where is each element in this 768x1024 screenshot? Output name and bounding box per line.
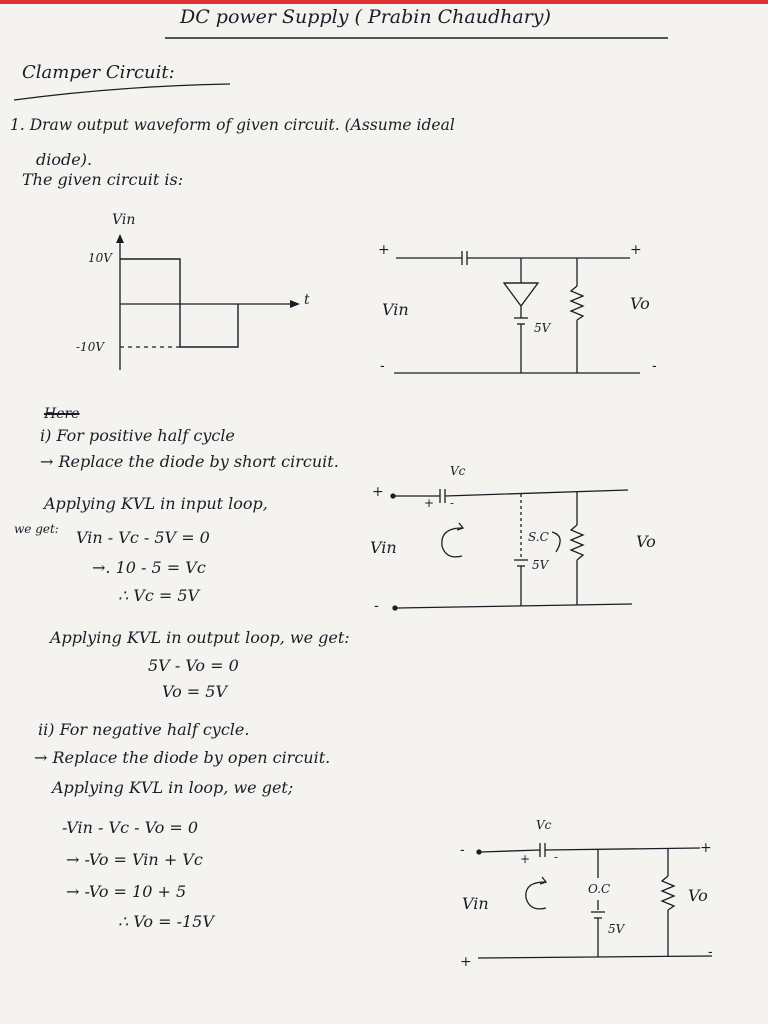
heading-underline: [13, 83, 231, 101]
c3-cap-minus: -: [554, 850, 559, 864]
circuit-3: [476, 843, 713, 959]
square-wave: [120, 258, 239, 348]
c1-minus-out: -: [652, 358, 657, 374]
c1-plus-out: +: [630, 242, 642, 258]
part2-kvl: Applying KVL in loop, we get;: [52, 778, 294, 797]
c1-minus-in: -: [380, 358, 385, 374]
c3-vin-label: Vin: [462, 894, 489, 913]
part2-action: → Replace the diode by open circuit.: [34, 748, 331, 767]
c3-vo-label: Vo: [688, 886, 708, 905]
c2-current-loop-arrow: [441, 527, 463, 558]
part2-eq4: ∴ Vo = -15V: [118, 912, 214, 931]
part2-eq3: → -Vo = 10 + 5: [66, 882, 187, 901]
waveform-ylabel: Vin: [112, 212, 136, 228]
page-title: DC power Supply ( Prabin Chaudhary): [180, 6, 551, 28]
waveform-tick-negative: -10V: [76, 340, 104, 354]
c1-vo-label: Vo: [630, 294, 650, 313]
part1-action: → Replace the diode by short circuit.: [40, 452, 339, 471]
c1-plus-in: +: [378, 242, 390, 258]
part1-case: i) For positive half cycle: [40, 426, 235, 445]
c1-vin-label: Vin: [382, 300, 409, 319]
c3-top-wire-right: [544, 847, 701, 851]
c3-oc-label: O.C: [588, 882, 611, 896]
c2-cap-plus: +: [424, 496, 435, 510]
c1-battery-label: 5V: [534, 321, 551, 335]
c3-input-node-top: [476, 849, 482, 855]
part1-eq4: 5V - Vo = 0: [148, 656, 239, 675]
part1-eq1: Vin - Vc - 5V = 0: [76, 528, 210, 547]
part2-eq2: → -Vo = Vin + Vc: [66, 850, 203, 869]
c2-bottom-wire: [396, 603, 633, 609]
c3-top-wire-left: [480, 849, 541, 853]
c2-input-node-bottom: [392, 605, 398, 611]
c3-loop-arrowhead: [539, 876, 548, 885]
c3-resistor-zigzag: [660, 875, 676, 911]
y-axis-arrow: [116, 234, 124, 243]
c3-current-loop-arrow: [525, 881, 547, 910]
c1-resistor-zigzag: [569, 285, 585, 321]
c1-diode-triangle: [502, 282, 540, 308]
part1-eq3: ∴ Vc = 5V: [118, 586, 200, 605]
solution-intro: The given circuit is:: [22, 170, 184, 189]
part1-eq5: Vo = 5V: [162, 682, 228, 701]
c3-minus-in-top: -: [460, 842, 465, 858]
waveform-tick-positive: 10V: [88, 251, 112, 265]
c3-bottom-wire: [477, 955, 713, 959]
c3-cap-plus: +: [520, 852, 531, 866]
c2-battery-label: 5V: [532, 558, 549, 572]
waveform-graph: [116, 234, 300, 370]
c3-vc-label: Vc: [536, 818, 552, 832]
c2-input-node-top: [390, 493, 396, 499]
section-heading: Clamper Circuit:: [22, 62, 175, 83]
c2-loop-arrowhead: [456, 522, 465, 531]
question-line-2: diode).: [36, 150, 93, 169]
circuit-1: [394, 251, 640, 374]
circuit-2: [390, 489, 633, 611]
c2-vc-label: Vc: [450, 464, 466, 478]
here-struck: Here: [44, 406, 80, 422]
c2-vin-label: Vin: [370, 538, 397, 557]
part1-kvl-output: Applying KVL in output loop, we get:: [50, 628, 350, 647]
c2-cap-minus: -: [450, 496, 455, 510]
c2-minus-in: -: [374, 598, 379, 614]
part2-eq1: -Vin - Vc - Vo = 0: [62, 818, 199, 837]
c2-vo-label: Vo: [636, 532, 656, 551]
part1-we-get: we get:: [14, 522, 59, 536]
part1-eq2: →. 10 - 5 = Vc: [92, 558, 206, 577]
c3-plus-in-bottom: +: [460, 954, 472, 970]
waveform-xlabel: t: [304, 292, 310, 308]
c3-plus-out: +: [700, 840, 712, 856]
c2-resistor-zigzag: [569, 524, 585, 561]
c2-plus-in: +: [372, 484, 384, 500]
c3-minus-out: -: [708, 944, 713, 960]
c2-top-wire-right: [444, 489, 629, 497]
c2-sc-label: S.C: [528, 530, 549, 544]
part2-case: ii) For negative half cycle.: [38, 720, 250, 739]
page-top-edge: [0, 0, 768, 4]
part1-kvl-input: Applying KVL in input loop,: [44, 494, 268, 513]
c3-battery-label: 5V: [608, 922, 625, 936]
c2-inner-loop-arrow: [551, 531, 561, 553]
question-line-1: 1. Draw output waveform of given circuit…: [10, 116, 455, 134]
x-axis-arrow: [290, 300, 300, 308]
